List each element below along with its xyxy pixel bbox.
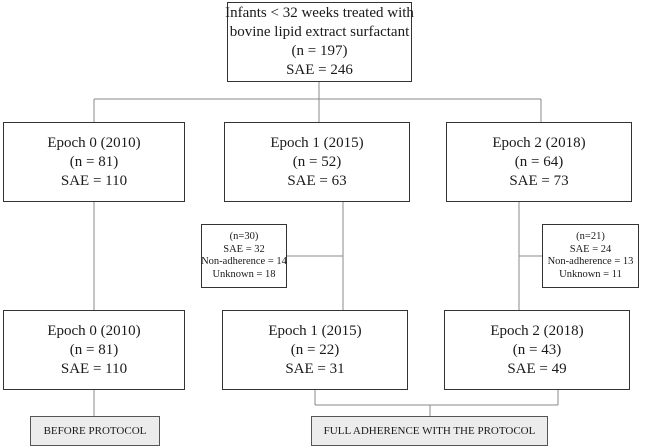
- epoch1-exclusion-box: (n=30) SAE = 32 Non-adherence = 14 Unkno…: [201, 224, 287, 288]
- full-adherence-label: FULL ADHERENCE WITH THE PROTOCOL: [311, 416, 548, 446]
- exclusion2-sae: SAE = 24: [569, 243, 612, 255]
- exclusion1-nonadherence: Non-adherence = 14: [201, 256, 287, 267]
- root-line-1: Infants < 32 weeks treated with: [225, 5, 414, 21]
- epoch0-bottom-n: (n = 81): [69, 341, 119, 358]
- epoch1-top-sae: SAE = 63: [287, 172, 347, 189]
- epoch1-bottom-box: Epoch 1 (2015) (n = 22) SAE = 31: [222, 310, 408, 390]
- epoch0-top-sae: SAE = 110: [60, 172, 128, 189]
- exclusion1-sae: SAE = 32: [223, 243, 265, 255]
- epoch1-top-n: (n = 52): [292, 153, 342, 170]
- epoch2-top-n: (n = 64): [514, 153, 564, 170]
- before-protocol-label: BEFORE PROTOCOL: [30, 416, 160, 446]
- full-adherence-text: FULL ADHERENCE WITH THE PROTOCOL: [323, 424, 536, 437]
- epoch1-bottom-n: (n = 22): [290, 341, 340, 358]
- epoch2-bottom-n: (n = 43): [512, 341, 562, 358]
- root-line-2: bovine lipid extract surfactant: [229, 24, 410, 40]
- epoch2-top-box: Epoch 2 (2018) (n = 64) SAE = 73: [446, 122, 632, 202]
- epoch2-top-sae: SAE = 73: [509, 172, 569, 189]
- exclusion1-n: (n=30): [229, 231, 259, 242]
- root-n: (n = 197): [291, 43, 348, 59]
- epoch1-top-box: Epoch 1 (2015) (n = 52) SAE = 63: [224, 122, 410, 202]
- epoch1-top-title: Epoch 1 (2015): [270, 134, 364, 151]
- exclusion2-n: (n=21): [576, 231, 605, 242]
- epoch0-bottom-title: Epoch 0 (2010): [47, 322, 141, 339]
- exclusion1-unknown: Unknown = 18: [212, 268, 276, 280]
- epoch0-top-n: (n = 81): [69, 153, 119, 170]
- root-sae: SAE = 246: [286, 62, 353, 78]
- epoch0-bottom-box: Epoch 0 (2010) (n = 81) SAE = 110: [3, 310, 185, 390]
- exclusion2-nonadherence: Non-adherence = 13: [547, 256, 634, 267]
- epoch0-top-box: Epoch 0 (2010) (n = 81) SAE = 110: [3, 122, 185, 202]
- epoch2-exclusion-box: (n=21) SAE = 24 Non-adherence = 13 Unkno…: [542, 224, 639, 288]
- epoch1-bottom-sae: SAE = 31: [285, 360, 345, 377]
- epoch2-bottom-sae: SAE = 49: [507, 360, 567, 377]
- epoch2-bottom-box: Epoch 2 (2018) (n = 43) SAE = 49: [444, 310, 630, 390]
- before-protocol-text: BEFORE PROTOCOL: [43, 424, 147, 437]
- epoch2-top-title: Epoch 2 (2018): [492, 134, 586, 151]
- epoch1-bottom-title: Epoch 1 (2015): [268, 322, 362, 339]
- epoch0-top-title: Epoch 0 (2010): [47, 134, 141, 151]
- root-box: Infants < 32 weeks treated with bovine l…: [225, 2, 414, 82]
- epoch2-bottom-title: Epoch 2 (2018): [490, 322, 584, 339]
- epoch0-bottom-sae: SAE = 110: [60, 360, 128, 377]
- exclusion2-unknown: Unknown = 11: [559, 268, 622, 280]
